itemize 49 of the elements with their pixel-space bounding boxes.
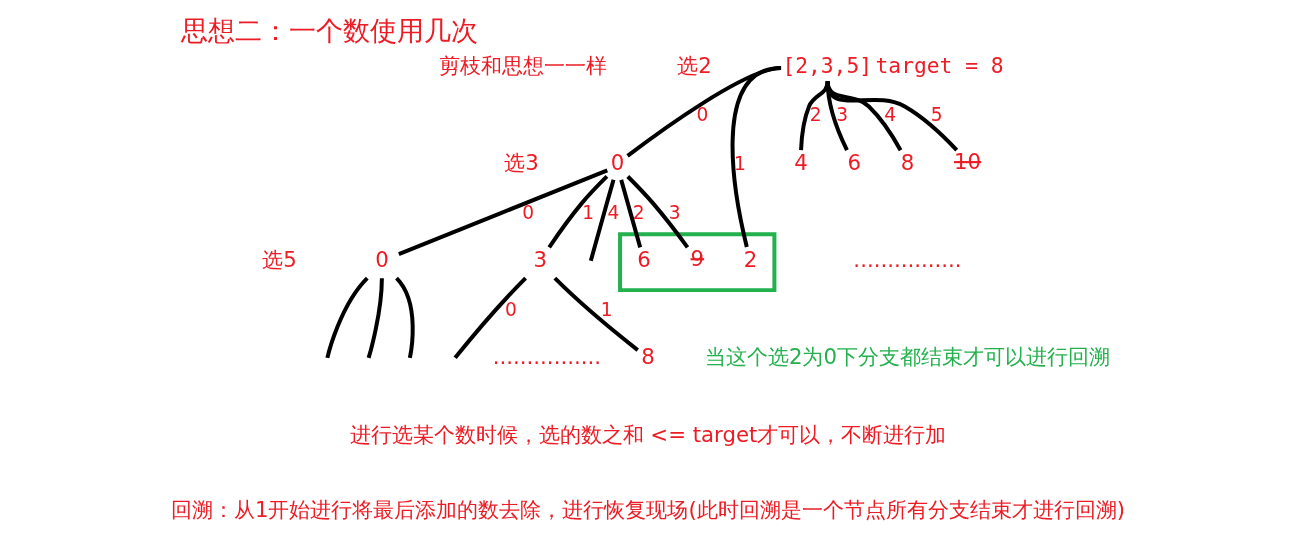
connector <box>394 276 415 359</box>
connector <box>825 81 959 152</box>
node-text: 2 <box>743 247 758 273</box>
label: 选5 <box>262 247 297 273</box>
node-text: 4 <box>794 150 808 176</box>
node-text: 6 <box>847 150 862 176</box>
node-label: target = 8 <box>875 52 1004 78</box>
connector <box>588 179 616 262</box>
connector <box>325 276 369 359</box>
edge-label: 2 <box>632 201 645 223</box>
connector <box>553 276 639 352</box>
edge-label: 4 <box>607 201 620 223</box>
edge-label: 1 <box>733 152 746 174</box>
label: 选2 <box>677 52 712 78</box>
node-text: 10 <box>954 148 982 174</box>
edge-label: 0 <box>522 201 535 223</box>
connector <box>619 179 643 248</box>
edge-label: 1 <box>582 201 595 223</box>
edge-label: 0 <box>696 104 709 126</box>
connector <box>547 175 609 249</box>
label: ................ <box>853 247 962 273</box>
edge-label: 3 <box>836 104 849 126</box>
node-text: 3 <box>533 247 548 273</box>
connector <box>366 278 384 359</box>
edge-label: 0 <box>505 298 517 320</box>
label: 剪枝和思想一一样 <box>438 52 607 78</box>
edge-label: 5 <box>930 104 943 126</box>
label: 进行选某个数时候，选的数之和 <= target才可以，不断进行加 <box>349 421 947 447</box>
label: ................ <box>492 344 601 370</box>
node-text: 9 <box>690 245 705 271</box>
connector <box>453 276 527 360</box>
connector <box>730 65 782 248</box>
label: 回溯：从1开始进行将最后添加的数去除，进行恢复现场(此时回溯是一个节点所有分支结束才进行回溯) <box>170 497 1126 523</box>
node-text: 8 <box>641 344 655 370</box>
node-text: 0 <box>375 247 389 273</box>
connector <box>626 175 690 249</box>
edge-label: 2 <box>809 104 822 126</box>
cluster <box>618 232 777 293</box>
diagram-title: 思想二：一个数使用几次 <box>180 14 478 46</box>
node-text: 0 <box>610 150 625 176</box>
edge-label: 3 <box>668 201 681 223</box>
edge-label: 1 <box>600 298 613 320</box>
label: 当这个选2为0下分支都结束才可以进行回溯 <box>704 344 1110 370</box>
node-text: 6 <box>637 247 651 273</box>
node-text: [2,3,5] <box>782 52 873 78</box>
edge-label: 4 <box>884 104 897 126</box>
label: 选3 <box>504 150 539 176</box>
connector <box>398 168 608 256</box>
node-text: 8 <box>900 150 915 176</box>
